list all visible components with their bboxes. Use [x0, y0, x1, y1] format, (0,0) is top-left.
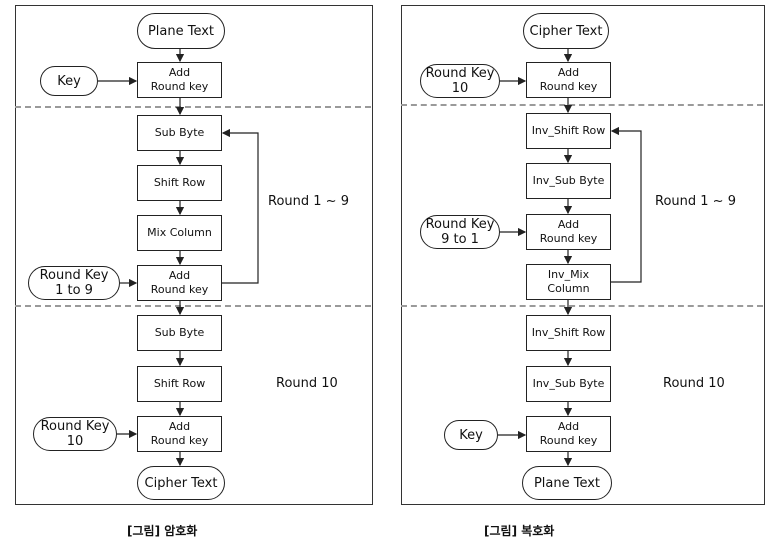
enc-add-round-key-loop: Add Round key: [137, 265, 222, 301]
dec-divider-bottom: [401, 305, 763, 307]
enc-shift-row-2: Shift Row: [137, 366, 222, 402]
enc-mix-column: Mix Column: [137, 215, 222, 251]
dec-round-1-9-label: Round 1 ~ 9: [655, 194, 736, 209]
dec-inv-mix-column: Inv_Mix Column: [526, 264, 611, 300]
dec-add-round-key-initial: Add Round key: [526, 62, 611, 98]
dec-caption: [그림] 복호화: [484, 524, 555, 538]
dec-plane-text: Plane Text: [522, 466, 612, 500]
dec-inv-sub-byte-2: Inv_Sub Byte: [526, 366, 611, 402]
enc-round-key-1to9: Round Key 1 to 9: [28, 266, 120, 300]
enc-key: Key: [40, 66, 98, 96]
enc-add-round-key-initial: Add Round key: [137, 62, 222, 98]
dec-inv-shift-row-2: Inv_Shift Row: [526, 315, 611, 351]
dec-loop-arrow: [610, 126, 642, 283]
enc-round-key-10: Round Key 10: [33, 417, 117, 451]
enc-divider-top: [15, 106, 371, 108]
enc-loop-arrow: [221, 128, 259, 284]
enc-plane-text: Plane Text: [137, 13, 225, 49]
dec-add-round-key-loop: Add Round key: [526, 214, 611, 250]
dec-add-round-key-final: Add Round key: [526, 416, 611, 452]
dec-round-key-9to1: Round Key 9 to 1: [420, 215, 500, 249]
enc-add-round-key-final: Add Round key: [137, 416, 222, 452]
dec-round-10-label: Round 10: [663, 376, 725, 391]
enc-sub-byte-1: Sub Byte: [137, 115, 222, 151]
dec-key: Key: [444, 420, 498, 450]
enc-cipher-text: Cipher Text: [137, 466, 225, 500]
enc-caption: [그림] 암호화: [127, 524, 198, 538]
dec-round-key-10: Round Key 10: [420, 64, 500, 98]
enc-round-1-9-label: Round 1 ~ 9: [268, 194, 349, 209]
dec-cipher-text: Cipher Text: [523, 13, 609, 49]
enc-sub-byte-2: Sub Byte: [137, 315, 222, 351]
dec-inv-shift-row-1: Inv_Shift Row: [526, 113, 611, 149]
enc-round-10-label: Round 10: [276, 376, 338, 391]
dec-divider-top: [401, 104, 763, 106]
enc-shift-row-1: Shift Row: [137, 165, 222, 201]
enc-divider-bottom: [15, 305, 371, 307]
dec-inv-sub-byte-1: Inv_Sub Byte: [526, 163, 611, 199]
